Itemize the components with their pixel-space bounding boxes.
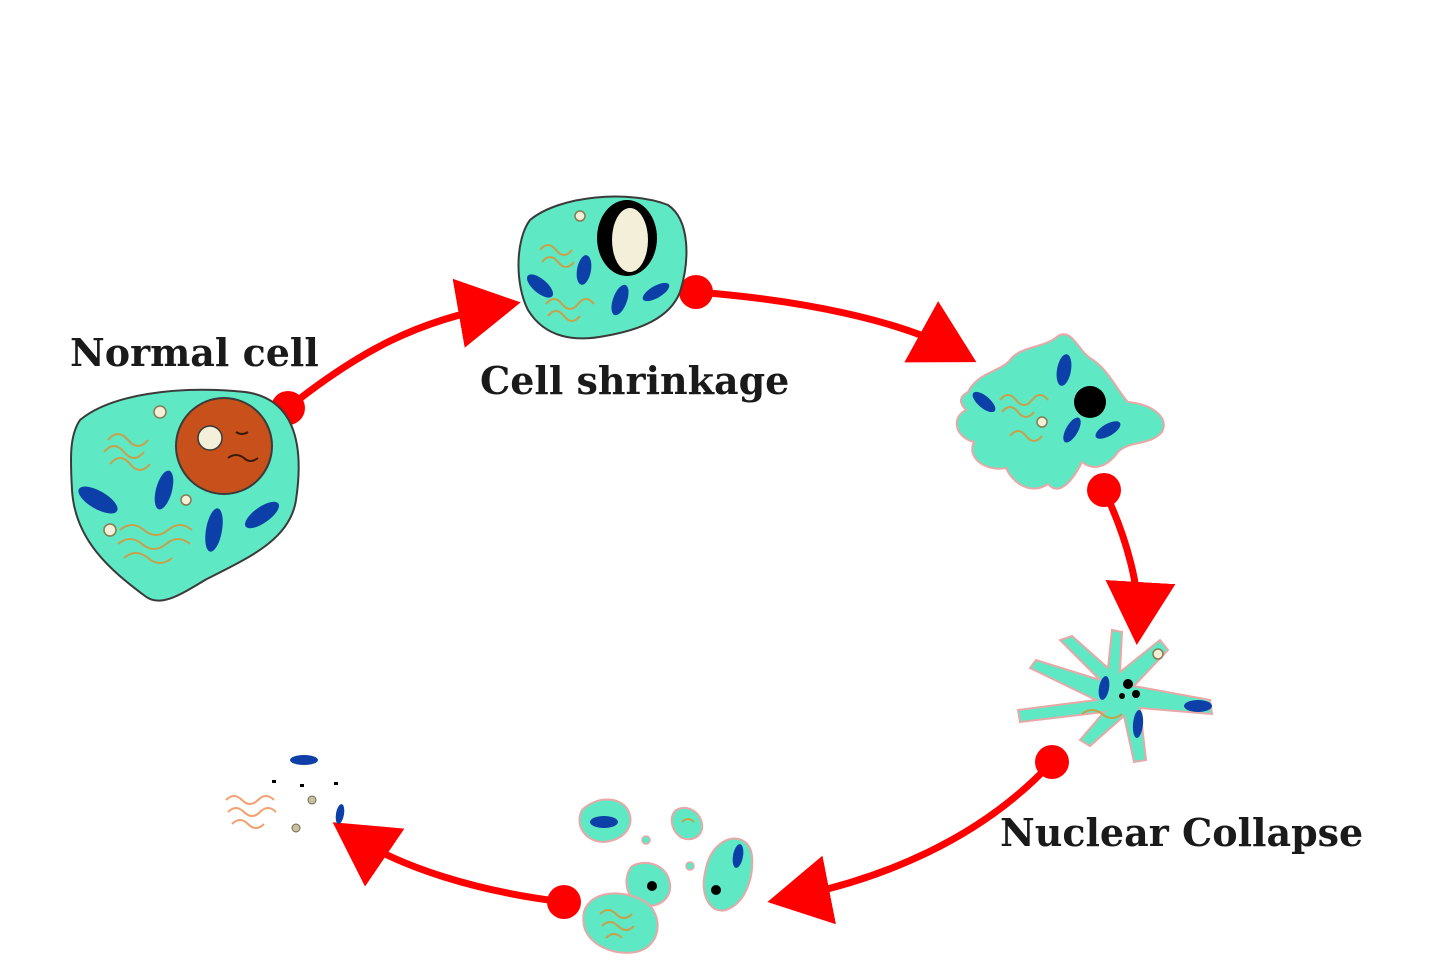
arrow-origin-dot [1087, 473, 1121, 507]
blebbing-cell-illustration [955, 333, 1165, 490]
vesicle-icon [103, 405, 192, 537]
golgi-remnant-icon [225, 795, 277, 829]
arrow-fragments-to-debris [332, 822, 581, 919]
nuclear-collapse-label: Nuclear Collapse [1000, 810, 1363, 855]
arrow-origin-dot [547, 885, 581, 919]
arrow-origin-dot [679, 275, 713, 309]
arrow-blebbing-to-collapse [1087, 473, 1176, 645]
shrinking-cell-illustration [517, 195, 688, 340]
mitochondria-icon [78, 470, 280, 552]
golgi-icon [1081, 709, 1123, 719]
vesicle-icon [1152, 648, 1164, 660]
arrow-origin-dot [1035, 745, 1069, 779]
normal-cell-illustration [69, 388, 300, 602]
nucleus-icon [175, 397, 273, 495]
golgi-icon [103, 433, 193, 564]
golgi-icon [539, 244, 595, 322]
apoptotic-bodies-illustration [578, 798, 754, 954]
nucleolus-icon [197, 425, 223, 451]
vesicle-icon [574, 210, 586, 222]
mitochondria-icon [526, 255, 670, 316]
collapsing-cell-illustration [1016, 628, 1214, 764]
arrow-shrinkage-to-blebbing [679, 275, 977, 363]
cell-shrinkage-label: Cell shrinkage [480, 358, 789, 403]
cell-debris-illustration [225, 755, 345, 833]
arrow-collapse-to-fragments [767, 745, 1069, 925]
golgi-icon [999, 394, 1049, 442]
nuclear-fragment-icon [1119, 679, 1140, 699]
transition-arrows [271, 275, 1176, 925]
mitochondria-icon [972, 354, 1121, 443]
vesicle-icon [1036, 416, 1048, 428]
normal-cell-label: Normal cell [70, 330, 319, 375]
condensed-nucleus-icon [1074, 386, 1106, 418]
nucleus-vacuole-icon [612, 208, 648, 272]
mitochondria-icon [1098, 676, 1212, 738]
